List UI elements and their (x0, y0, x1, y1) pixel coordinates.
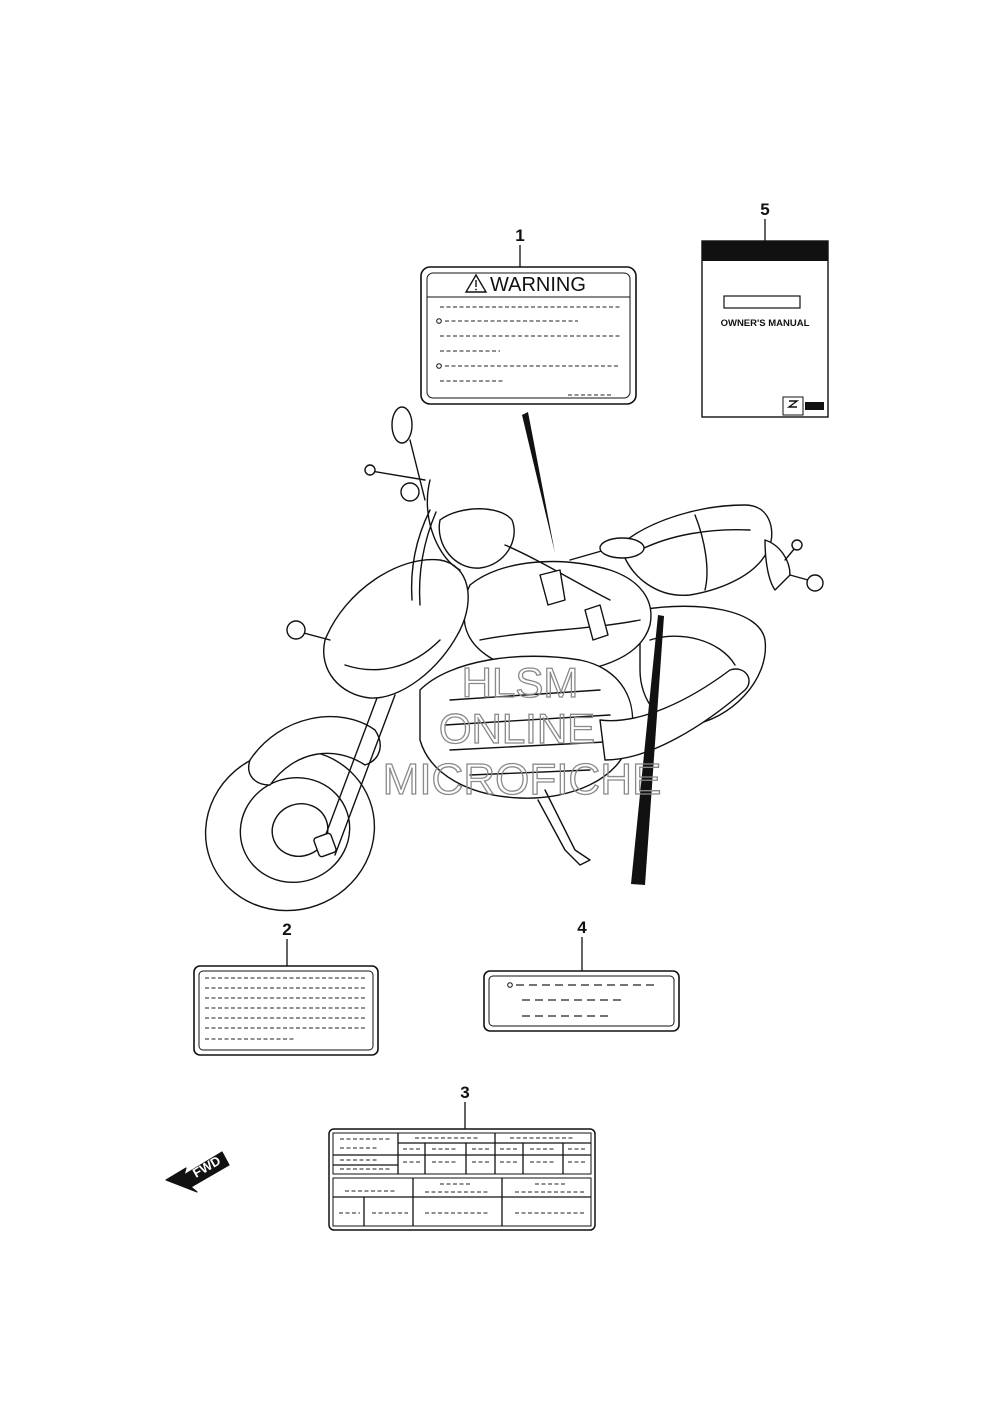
suzuki-logo (782, 396, 804, 416)
watermark-line-3: MICROFICHE (383, 755, 662, 804)
callout-number-3: 3 (460, 1083, 469, 1102)
watermark: HLSM ONLINE MICROFICHE (382, 658, 662, 804)
leader-line-tank (631, 615, 664, 885)
leader-line-1 (522, 412, 555, 553)
callout-1: 1 (515, 226, 525, 267)
warning-label-1[interactable]: WARNING (420, 266, 637, 405)
callout-number-5: 5 (760, 200, 769, 219)
callout-4: 4 (577, 918, 587, 971)
callout-number-4: 4 (577, 918, 587, 937)
watermark-line-1: HLSM (462, 659, 579, 706)
owners-manual-5[interactable]: OWNER'S MANUAL (701, 240, 829, 418)
warning-triangle-icon (464, 273, 488, 293)
callout-number-1: 1 (515, 226, 524, 245)
motorcycle-illustration (204, 406, 824, 912)
watermark-line-2: ONLINE (439, 705, 595, 752)
callout-3: 3 (460, 1083, 470, 1129)
label-4[interactable] (483, 970, 680, 1032)
forward-arrow-icon: FWD (165, 1151, 230, 1193)
label-3[interactable] (328, 1128, 596, 1231)
owners-manual-title: OWNER'S MANUAL (721, 318, 810, 329)
callout-2: 2 (282, 920, 292, 966)
callout-number-2: 2 (282, 920, 291, 939)
manual-code-bar (805, 402, 824, 410)
callout-5: 5 (760, 200, 770, 241)
label-2[interactable] (193, 965, 379, 1056)
warning-heading: WARNING (490, 274, 586, 296)
